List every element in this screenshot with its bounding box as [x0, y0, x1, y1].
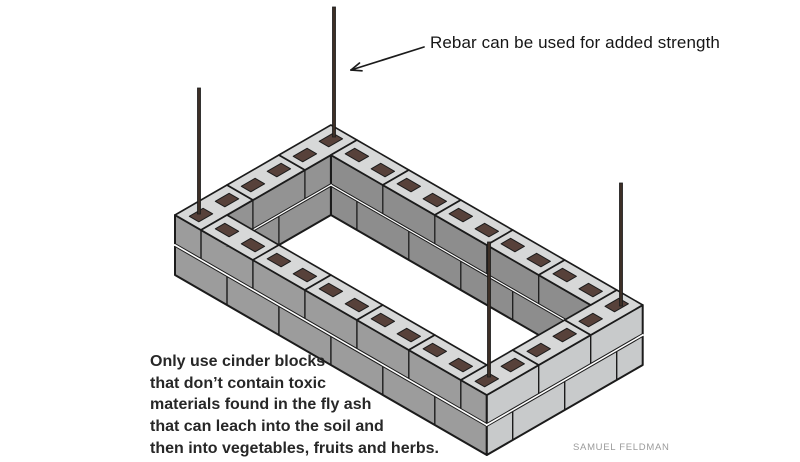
caution-note: Only use cinder blocks that don’t contai… — [150, 351, 439, 460]
credit-text: SAMUEL FELDMAN — [573, 442, 670, 453]
rebar-rod — [332, 6, 336, 138]
caution-line: then into vegetables, fruits and herbs. — [150, 439, 439, 457]
caution-line: materials found in the fly ash — [150, 396, 372, 414]
caution-line: that can leach into the soil and — [150, 418, 384, 436]
caution-line: Only use cinder blocks — [150, 353, 326, 370]
rebar-rod — [197, 87, 201, 215]
caution-line: that don’t contain toxic — [150, 374, 326, 392]
rebar-rod — [619, 182, 623, 307]
rebar-rod — [487, 241, 491, 378]
rebar-annotation-text: Rebar can be used for added strength — [430, 33, 720, 52]
